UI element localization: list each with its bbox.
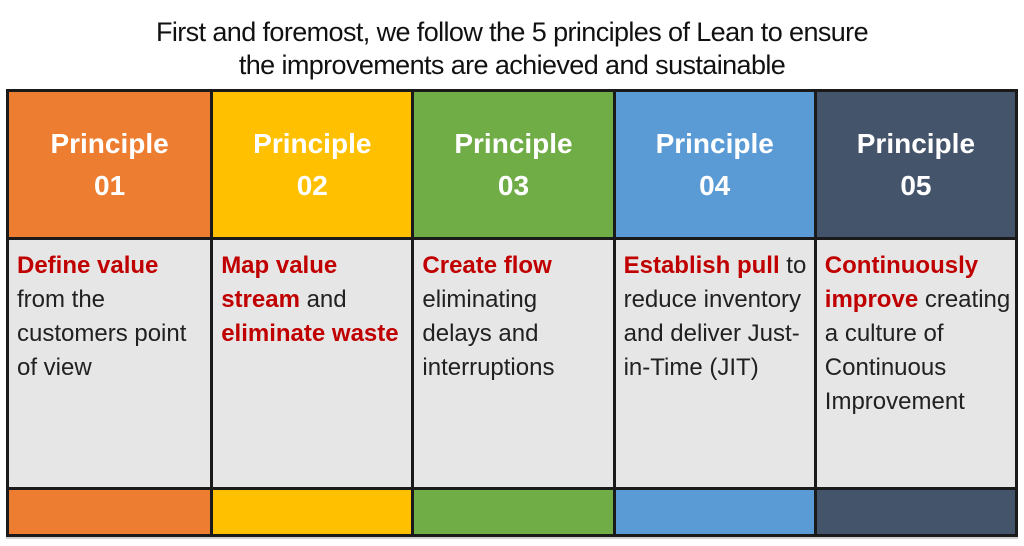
- principle-body-emphasis: Map value stream: [221, 252, 338, 313]
- principle-body-emphasis: Define value: [17, 252, 159, 279]
- principle-column-1: Principle 01 Define value from the custo…: [9, 92, 211, 534]
- principle-body-text: creating a culture of Continuous Improve…: [824, 286, 1011, 415]
- principle-header-4: Principle 04: [615, 92, 814, 240]
- principle-header-2: Principle 02: [213, 92, 412, 240]
- principle-header-label: Principle: [253, 127, 372, 159]
- principle-body-4: Establish pull to reduce inventory and d…: [615, 240, 814, 490]
- color-strip-1: [9, 490, 211, 534]
- principle-header-1: Principle 01: [9, 92, 211, 240]
- principle-body-2: Map value stream and eliminate waste: [213, 240, 412, 490]
- principle-body-text: to reduce inventory and deliver Just-in-…: [623, 252, 807, 381]
- principle-column-3: Principle 03 Create flow eliminating del…: [411, 92, 613, 534]
- principles-table: Principle 01 Define value from the custo…: [6, 89, 1018, 537]
- principle-body-5: Continuously improve creating a culture …: [816, 240, 1015, 490]
- principle-header-5: Principle 05: [816, 92, 1015, 240]
- color-strip-4: [615, 490, 814, 534]
- principle-column-5: Principle 05 Continuously improve creati…: [813, 92, 1015, 534]
- principle-header-label: Principle: [50, 127, 169, 159]
- principle-body-emphasis: Continuously improve: [824, 252, 979, 313]
- principle-body-emphasis: Create flow: [422, 252, 552, 279]
- principle-column-2: Principle 02 Map value stream and elimin…: [210, 92, 412, 534]
- principle-header-number: 05: [900, 169, 932, 201]
- principle-body-1: Define value from the customers point of…: [9, 240, 211, 490]
- principle-header-number: 01: [94, 169, 126, 201]
- color-strip-3: [414, 490, 613, 534]
- principle-header-3: Principle 03: [414, 92, 613, 240]
- slide-title: First and foremost, we follow the 5 prin…: [0, 16, 1024, 82]
- principle-body-text: from the customers point of view: [17, 286, 187, 381]
- principle-body-text: eliminating delays and interruptions: [422, 286, 555, 381]
- principle-header-number: 02: [296, 169, 328, 201]
- color-strip-5: [816, 490, 1015, 534]
- principle-header-label: Principle: [454, 127, 573, 159]
- principle-column-4: Principle 04 Establish pull to reduce in…: [612, 92, 814, 534]
- slide-title-line2: the improvements are achieved and sustai…: [238, 50, 786, 80]
- principle-header-number: 04: [699, 169, 731, 201]
- principle-body-text: and: [299, 286, 347, 313]
- color-strip-2: [213, 490, 412, 534]
- principle-header-label: Principle: [655, 127, 774, 159]
- principle-body-3: Create flow eliminating delays and inter…: [414, 240, 613, 490]
- principle-body-emphasis: eliminate waste: [221, 320, 399, 347]
- slide-title-line1: First and foremost, we follow the 5 prin…: [156, 17, 869, 47]
- principle-header-label: Principle: [856, 127, 976, 159]
- principle-body-emphasis: Establish pull: [623, 252, 780, 279]
- principle-header-number: 03: [497, 169, 530, 201]
